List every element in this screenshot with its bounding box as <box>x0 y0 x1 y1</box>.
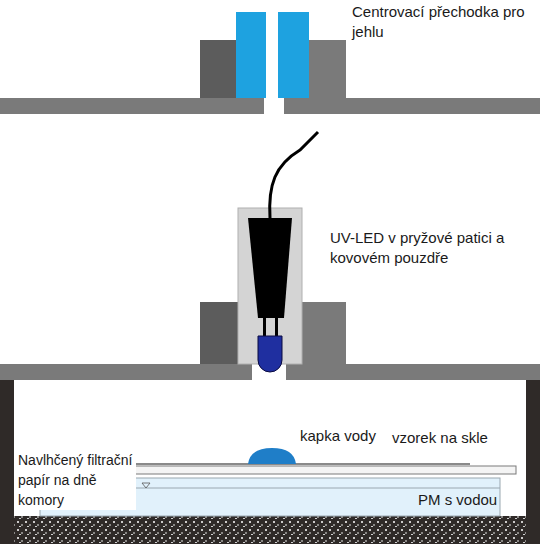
pm-label: PM s vodou <box>418 490 508 510</box>
drop-label: kapka vody <box>300 426 390 446</box>
sample-label: vzorek na skle <box>392 428 522 448</box>
chamber <box>0 380 540 544</box>
filter-paper-label: Navlhčený filtrační papír na dně komory <box>18 450 136 510</box>
adapter-label: Centrovací přechodka pro jehlu <box>352 2 532 42</box>
led-label: UV-LED v pryžové patici a kovovém pouzdř… <box>330 228 530 268</box>
led-plate <box>0 132 540 380</box>
top-plate <box>0 12 540 114</box>
